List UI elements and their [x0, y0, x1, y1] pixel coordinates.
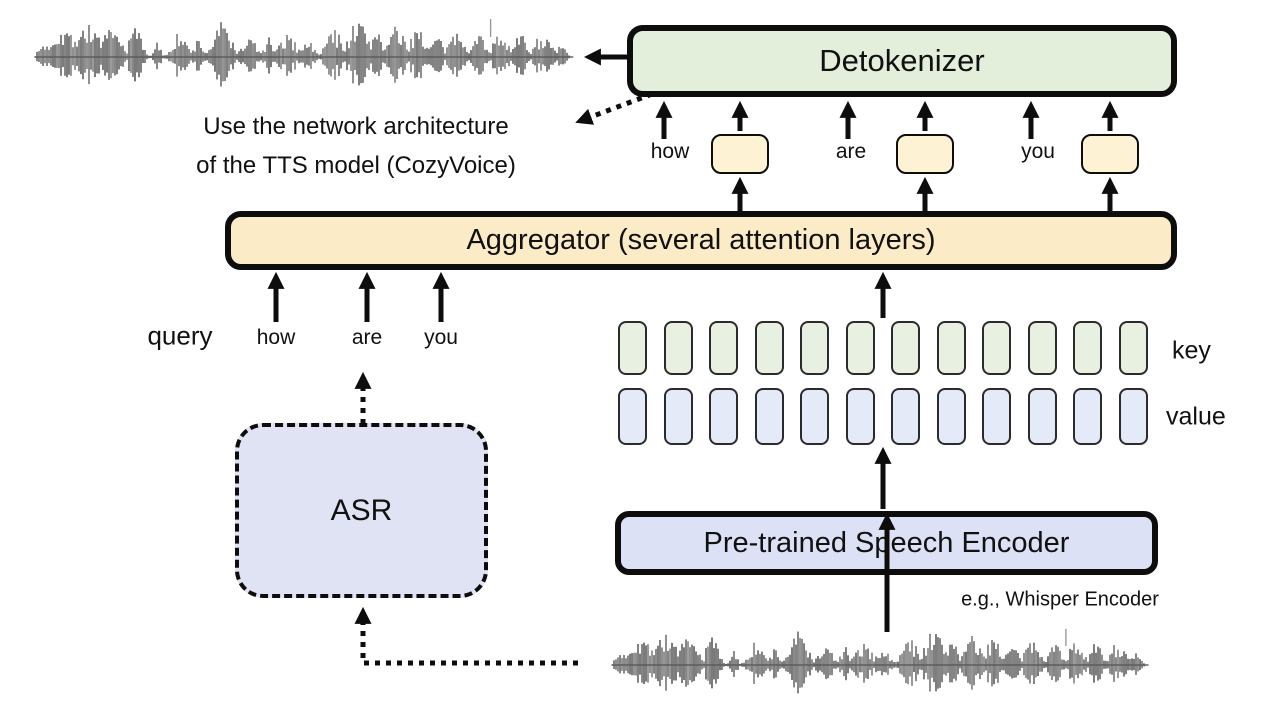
input-audio-waveform [611, 628, 1149, 694]
tts-note-line1: Use the network architecture [203, 113, 509, 140]
detokenizer-box: Detokenizer [627, 25, 1177, 97]
tts-architecture-note: Use the network architecture of the TTS … [196, 107, 516, 185]
key-token [1073, 321, 1102, 375]
output-word-are: are [835, 140, 867, 163]
value-token [709, 388, 738, 445]
key-token [663, 321, 693, 375]
value-token [754, 388, 784, 445]
value-token [845, 388, 875, 445]
value-token [1118, 388, 1148, 445]
value-token [982, 388, 1011, 445]
output-word-how: how [650, 140, 690, 163]
asr-box: ASR [235, 423, 488, 598]
value-token [1073, 388, 1102, 445]
key-token [709, 321, 738, 375]
key-token-row [618, 321, 1148, 375]
query-label: query [147, 320, 213, 351]
speech-token-box-3 [1081, 134, 1139, 174]
key-token [800, 321, 829, 375]
value-token-row [618, 388, 1148, 445]
tts-note-line2: of the TTS model (CozyVoice) [196, 152, 516, 179]
detokenizer-label: Detokenizer [819, 43, 985, 78]
key-token [845, 321, 875, 375]
speech-encoder-box: Pre-trained Speech Encoder [615, 511, 1158, 575]
dashed-arrow-detokenizer-to-note [575, 91, 653, 125]
value-token [891, 388, 920, 445]
aggregator-box: Aggregator (several attention layers) [225, 211, 1177, 270]
key-token [982, 321, 1011, 375]
output-word-you: you [1021, 140, 1055, 163]
output-audio-waveform [34, 19, 574, 87]
key-label: key [1172, 336, 1211, 365]
value-label: value [1166, 402, 1226, 431]
dashed-arrow-waveform-to-asr [354, 606, 578, 666]
speech-token-box-1 [711, 134, 769, 174]
value-token [1027, 388, 1057, 445]
value-token [936, 388, 966, 445]
aggregator-label: Aggregator (several attention layers) [466, 224, 936, 256]
query-word-how: how [256, 326, 296, 349]
value-token [800, 388, 829, 445]
query-word-you: you [424, 326, 458, 349]
key-token [618, 321, 647, 375]
key-token [754, 321, 784, 375]
asr-label: ASR [330, 493, 393, 527]
key-token [1027, 321, 1057, 375]
speech-encoder-label: Pre-trained Speech Encoder [703, 526, 1070, 559]
value-token [663, 388, 693, 445]
speech-token-box-2 [896, 134, 954, 174]
query-word-are: are [351, 326, 383, 349]
key-token [936, 321, 966, 375]
encoder-example-caption: e.g., Whisper Encoder [961, 588, 1159, 611]
value-token [618, 388, 647, 445]
key-token [1118, 321, 1148, 375]
key-token [891, 321, 920, 375]
